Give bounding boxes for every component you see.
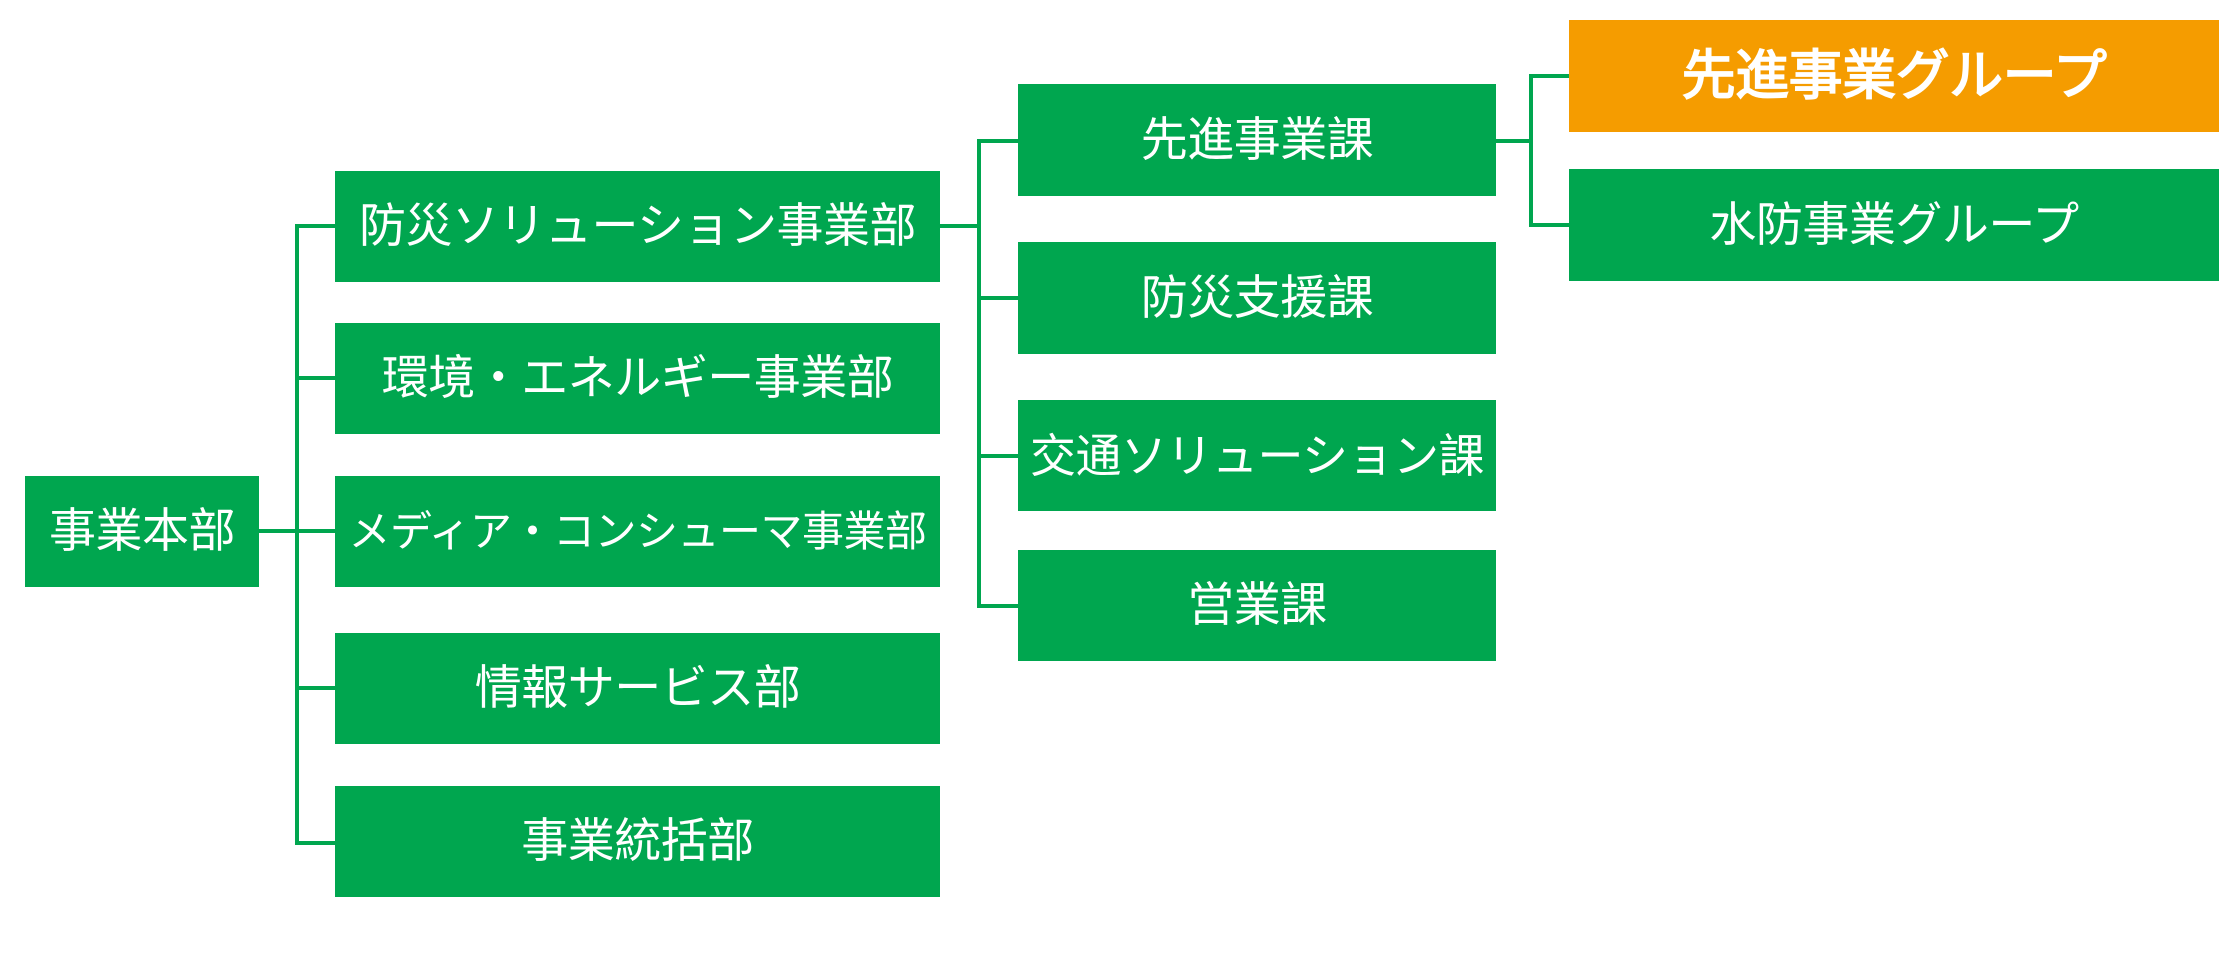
department-label: 事業統括部 bbox=[521, 814, 754, 869]
department-box-tokatsu: 事業統括部 bbox=[335, 786, 940, 897]
department-box-media: メディア・コンシューマ事業部 bbox=[335, 476, 940, 587]
department-box-bousai: 防災ソリューション事業部 bbox=[335, 171, 940, 282]
section-box-kotsu: 交通ソリューション課 bbox=[1018, 400, 1496, 511]
section-label: 先進事業課 bbox=[1140, 112, 1374, 168]
group-box-senshin-highlighted: 先進事業グループ bbox=[1569, 20, 2219, 132]
group-label: 先進事業グループ bbox=[1681, 44, 2107, 107]
section-box-bousai-shien: 防災支援課 bbox=[1018, 242, 1496, 354]
department-label: 防災ソリューション事業部 bbox=[358, 199, 917, 254]
section-label: 営業課 bbox=[1187, 578, 1327, 633]
department-box-joho: 情報サービス部 bbox=[335, 633, 940, 744]
department-label: メディア・コンシューマ事業部 bbox=[348, 506, 927, 556]
section-box-eigyo: 営業課 bbox=[1018, 550, 1496, 661]
department-label: 情報サービス部 bbox=[474, 661, 801, 716]
group-label: 水防事業グループ bbox=[1709, 197, 2079, 253]
group-box-suibo: 水防事業グループ bbox=[1569, 169, 2219, 281]
root-node-label: 事業本部 bbox=[49, 504, 236, 559]
department-label: 環境・エネルギー事業部 bbox=[381, 351, 894, 406]
department-box-kankyo: 環境・エネルギー事業部 bbox=[335, 323, 940, 434]
section-box-senshin: 先進事業課 bbox=[1018, 84, 1496, 196]
section-label: 防災支援課 bbox=[1140, 270, 1374, 326]
section-label: 交通ソリューション課 bbox=[1029, 428, 1485, 483]
root-node-box: 事業本部 bbox=[25, 476, 259, 587]
